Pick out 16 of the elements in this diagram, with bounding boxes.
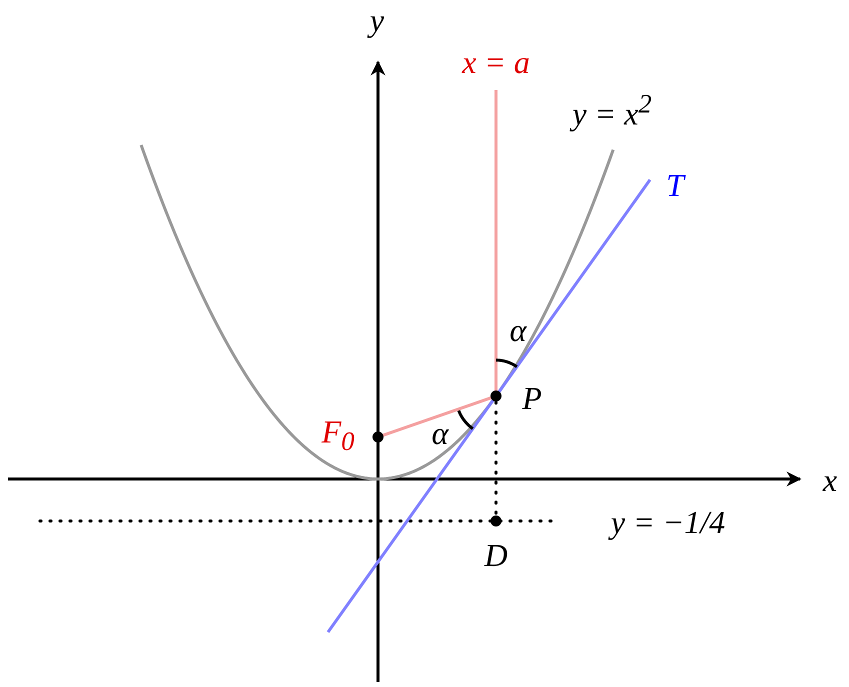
point-label: D — [484, 539, 508, 571]
point-dot — [490, 516, 502, 526]
point-label: F$_{0}$ — [322, 415, 354, 455]
angle-label: α — [432, 417, 448, 449]
segment-line — [382, 396, 492, 437]
line-label: x = a — [462, 46, 530, 78]
axis-label: y — [370, 4, 384, 36]
point-label: P — [522, 382, 542, 414]
dotted-line — [494, 400, 498, 516]
curve-label: y = x$^{2}$ — [572, 90, 652, 130]
angle-label: α — [510, 314, 526, 346]
axis-label: x — [822, 464, 838, 496]
line-label: T — [666, 169, 684, 201]
point-dot — [490, 390, 502, 402]
line-label: y = −1/4 — [610, 506, 726, 538]
point-dot — [372, 432, 384, 442]
